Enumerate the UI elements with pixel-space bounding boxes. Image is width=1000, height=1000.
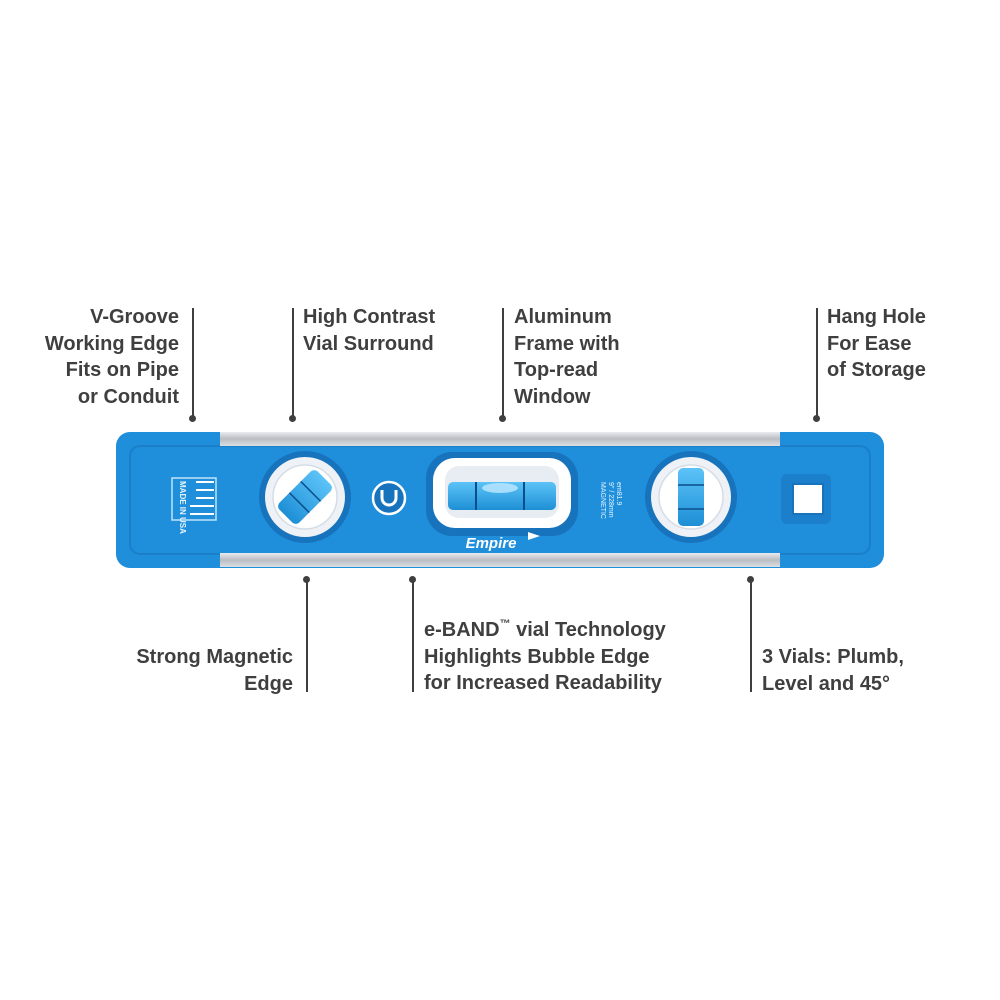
- brand-arrow-icon: [528, 532, 540, 540]
- leader-dot-hang-hole: [813, 415, 820, 422]
- made-in-usa-flag-icon: [171, 477, 217, 521]
- leader-line-v-groove: [192, 308, 194, 418]
- callout-hang-hole: Hang Hole For Ease of Storage: [827, 306, 926, 381]
- aluminum-bottom-rail: [220, 553, 780, 567]
- callout-e-band: e-BAND™ vial Technology Highlights Bubbl…: [424, 618, 666, 695]
- callout-3-vials: 3 Vials: Plumb, Level and 45°: [762, 646, 904, 695]
- model-label: em81.9: [615, 482, 622, 505]
- leader-dot-3-vials: [747, 576, 754, 583]
- brand-logo: Empire: [466, 535, 517, 552]
- callout-aluminum-frame: Aluminum Frame with Top-read Window: [514, 306, 620, 408]
- size-label: 9" / 228mm: [607, 482, 614, 518]
- vial-level: [448, 482, 556, 510]
- magnet-icon: [371, 480, 407, 516]
- callout-magnetic-edge: Strong Magnetic Edge: [136, 646, 293, 695]
- leader-line-aluminum-frame: [502, 308, 504, 418]
- leader-dot-aluminum-frame: [499, 415, 506, 422]
- feature-label: MAGNETIC: [599, 482, 606, 519]
- leader-line-3-vials: [750, 580, 752, 692]
- callout-v-groove: V-Groove Working Edge Fits on Pipe or Co…: [44, 306, 179, 408]
- hang-hole: [781, 474, 831, 524]
- vial-plumb: [645, 451, 737, 543]
- leader-dot-e-band: [409, 576, 416, 583]
- leader-dot-high-contrast: [289, 415, 296, 422]
- vial-45-degree: [259, 451, 351, 543]
- leader-line-hang-hole: [816, 308, 818, 418]
- leader-dot-v-groove: [189, 415, 196, 422]
- leader-line-magnetic-edge: [306, 580, 308, 692]
- leader-line-high-contrast: [292, 308, 294, 418]
- aluminum-top-rail: [220, 432, 780, 446]
- callout-high-contrast: High Contrast Vial Surround: [303, 306, 436, 355]
- leader-dot-magnetic-edge: [303, 576, 310, 583]
- made-in-usa-label: MADE IN USA: [178, 481, 187, 534]
- leader-line-e-band: [412, 580, 414, 692]
